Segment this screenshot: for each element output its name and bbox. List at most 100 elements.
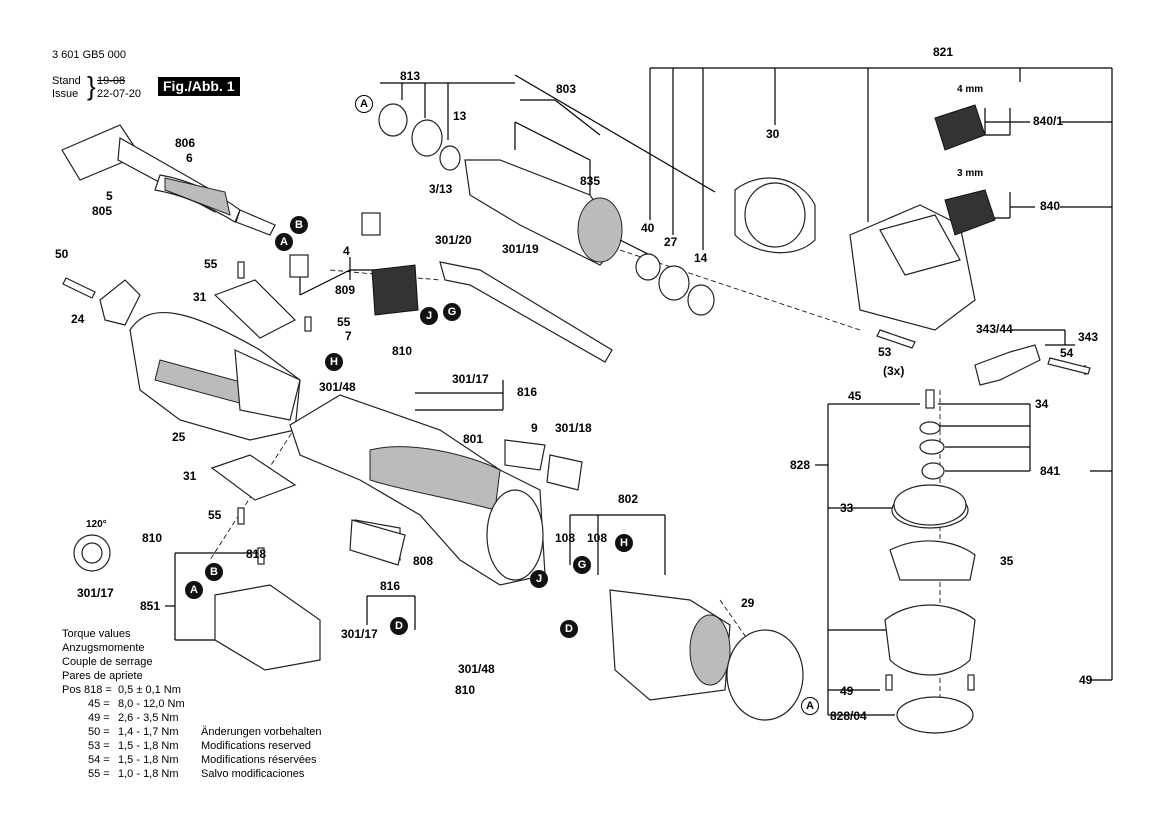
label-27: 27 [664,235,678,249]
label-841: 841 [1040,464,1061,478]
callout-d-stator: D [560,620,578,638]
label-818: 818 [246,547,267,561]
lock-lever [974,344,1041,386]
label-3-13: 3/13 [429,182,453,196]
motor-housing-rear [129,311,301,441]
label-828: 828 [790,458,811,472]
torque-title-fr: Couple de serrage [62,656,153,668]
stator [609,589,731,701]
nameplate [349,519,406,566]
torque-value: 2,6 - 3,5 Nm [118,712,179,724]
switch [371,264,419,316]
callout-g-stator: G [573,556,591,574]
label-851: 851 [140,599,161,613]
disclaimer-en: Modifications reserved [201,740,312,752]
label-803: 803 [556,82,577,96]
brace: } [87,71,96,101]
label-301-48-bottom: 301/48 [458,662,495,676]
label-840: 840 [1040,199,1061,213]
main-housing [289,394,546,586]
label-816-bottom: 816 [380,579,401,593]
covers-31 [210,279,297,501]
torque-value: 1,5 - 1,8 Nm [118,740,179,752]
handle-piece-24 [99,279,141,326]
issue-date: 22-07-20 [97,88,142,100]
label-33: 33 [840,501,854,515]
stand-date: 19-08 [97,75,126,87]
label-805: 805 [92,204,113,218]
label-810-top: 810 [392,344,413,358]
leader-lines [165,67,1113,716]
doc-number: 3 601 GB5 000 [52,49,127,61]
label-4mm: 4 mm [957,84,984,95]
torque-pos: Pos 818 = [62,684,112,696]
callout-a-bottom: A [801,697,819,715]
disclaimer-fr: Modifications réservées [201,754,317,766]
label-40: 40 [641,221,655,235]
label-49-right: 49 [1079,673,1093,687]
label-301-18: 301/18 [555,421,592,435]
rings [635,253,715,316]
label-828-04: 828/04 [830,709,867,723]
callout-h-top: H [325,353,343,371]
torque-pos: 50 = [88,726,110,738]
label-343: 343 [1078,330,1099,344]
label-301-20: 301/20 [435,233,472,247]
label-120-degree: 120° [86,519,107,530]
label-29: 29 [741,596,755,610]
disclaimer-es: Salvo modificaciones [201,768,305,780]
torque-value: 8,0 - 12,0 Nm [118,698,185,710]
label-301-48-top: 301/48 [319,380,356,394]
label-108-b: 108 [587,531,608,545]
label-9 [504,439,583,491]
switch-rod [439,261,613,363]
label-835: 835 [580,174,601,188]
cable-spiral [73,534,111,572]
label-5: 5 [106,189,113,203]
torque-pos: 54 = [88,754,110,766]
callout-h-stator: H [615,534,633,552]
torque-title-de: Anzugsmomente [62,642,145,654]
label-813: 813 [400,69,421,83]
label-810-bottom: 810 [455,683,476,697]
label-802: 802 [618,492,639,506]
label-801: 801 [463,432,484,446]
label-808: 808 [413,554,434,568]
label-50: 50 [55,247,69,261]
fasteners [62,261,1091,691]
label-53: 53 [878,345,892,359]
gear-housing [849,204,976,331]
label-301-17-top: 301/17 [452,372,489,386]
label-35: 35 [1000,554,1014,568]
callout-b-module: B [205,563,223,581]
torque-title-es: Pares de apriete [62,670,143,682]
label-34: 34 [1035,397,1049,411]
callout-a-cord: A [275,233,293,251]
spindle-assembly [884,389,976,734]
torque-pos: 53 = [88,740,110,752]
brush-ring [726,629,804,721]
callout-g-top: G [443,303,461,321]
label-55-bottom: 55 [208,508,222,522]
disclaimer-de: Änderungen vorbehalten [201,726,322,738]
label-24: 24 [71,312,85,326]
torque-title-en: Torque values [62,628,131,640]
label-301-19: 301/19 [502,242,539,256]
label-343-44: 343/44 [976,322,1013,336]
label-9: 9 [531,421,538,435]
callout-d-bottom: D [390,617,408,635]
bearings [378,103,461,171]
label-54: 54 [1060,346,1074,360]
label-13: 13 [453,109,467,123]
callout-a-module: A [185,581,203,599]
o-ring [893,484,967,526]
cord-protector [164,177,231,216]
label-806: 806 [175,136,196,150]
label-14: 14 [694,251,708,265]
label-55-mid: 55 [337,315,351,329]
callout-j-top: J [420,307,438,325]
torque-pos: 49 = [88,712,110,724]
callout-a-top: A [355,95,373,113]
label-31-bottom: 31 [183,469,197,483]
